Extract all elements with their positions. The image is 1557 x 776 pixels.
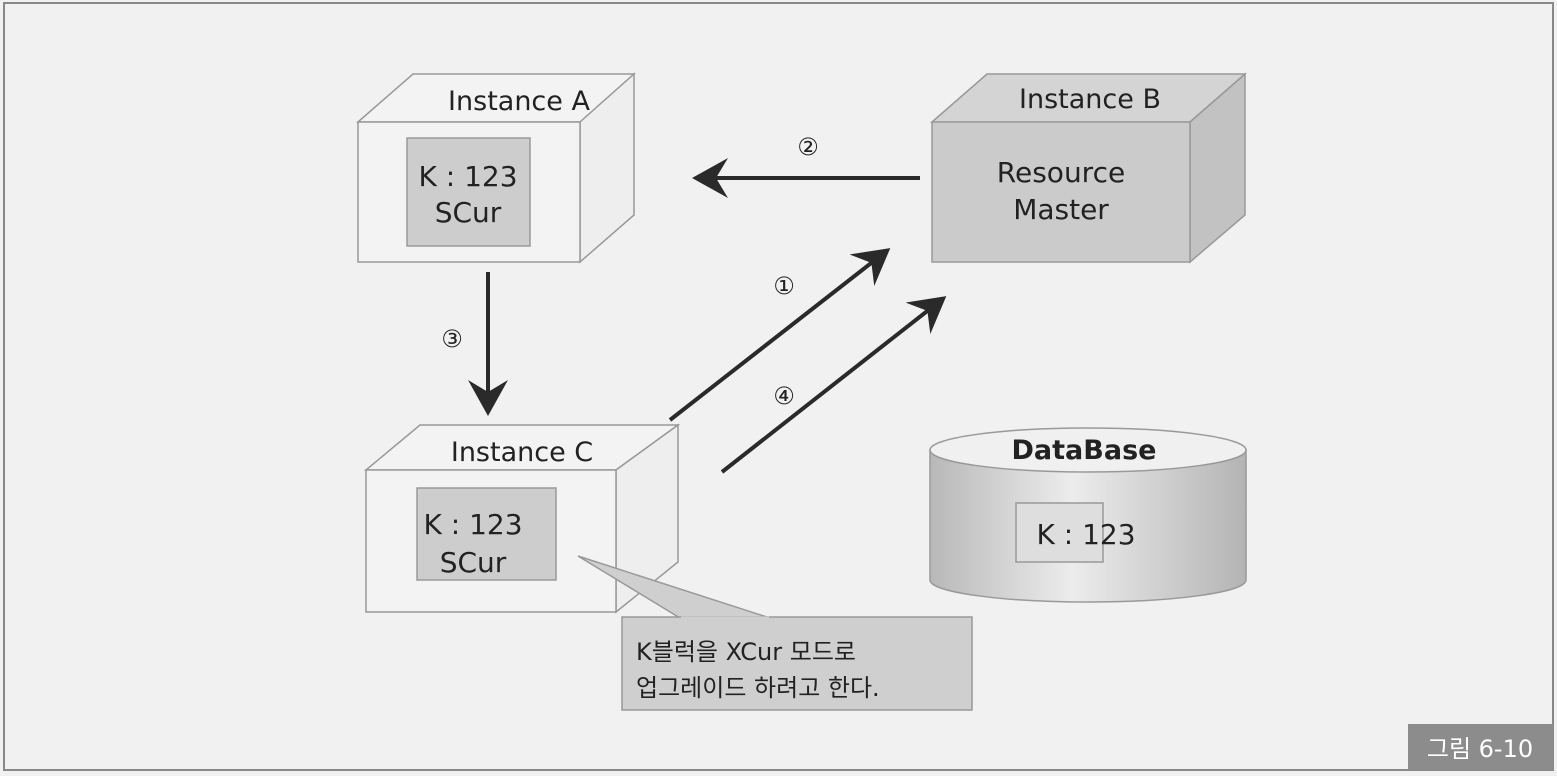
instance-a-block — [406, 137, 531, 247]
instance-c-box: Instance C K : 123 SCur — [363, 423, 681, 614]
arrow-step-1 — [668, 248, 891, 422]
callout-line-2: 업그레이드 하려고 한다. — [636, 674, 880, 702]
frame-border — [3, 2, 1554, 771]
instance-a-mode: SCur — [435, 196, 502, 229]
instance-c-key: K : 123 — [423, 508, 522, 541]
instance-c-title: Instance C — [451, 437, 593, 468]
instance-a-key: K : 123 — [418, 160, 517, 193]
figure-label-bg — [1408, 724, 1553, 770]
instance-b-line2: Master — [1013, 193, 1109, 226]
callout: K블럭을 XCur 모드로 업그레이드 하려고 한다. — [577, 555, 973, 711]
instance-b-box: Instance B Resource Master — [930, 72, 1247, 264]
instance-b-line1: Resource — [997, 156, 1125, 189]
figure-label: 그림 6-10 — [1427, 735, 1533, 763]
instance-a-title: Instance A — [448, 86, 590, 117]
instance-c-mode: SCur — [440, 546, 507, 579]
database-block — [1015, 502, 1104, 563]
step-2-label: ② — [797, 133, 819, 161]
database-cylinder: DataBase K : 123 — [929, 427, 1247, 603]
database-key: K : 123 — [1036, 518, 1135, 551]
instance-a-box: Instance A K : 123 SCur — [356, 72, 636, 264]
arrow-step-4 — [720, 296, 947, 474]
step-4-label: ④ — [773, 382, 795, 410]
step-3-label: ③ — [441, 325, 463, 353]
instance-c-block — [416, 487, 557, 581]
database-title: DataBase — [1012, 435, 1157, 466]
step-1-label: ① — [773, 272, 795, 300]
callout-line-1: K블럭을 XCur 모드로 — [636, 638, 856, 666]
instance-b-title: Instance B — [1019, 84, 1161, 115]
